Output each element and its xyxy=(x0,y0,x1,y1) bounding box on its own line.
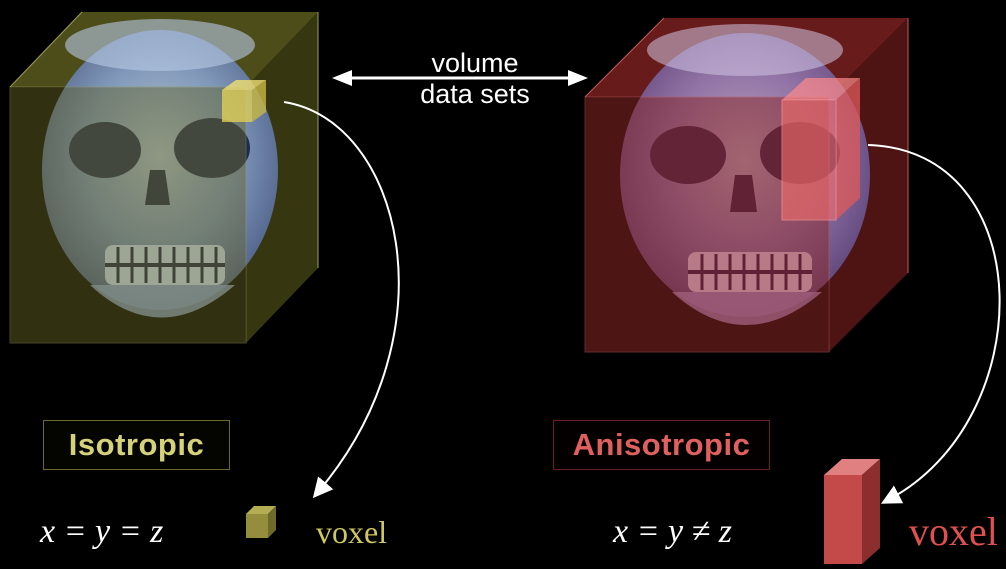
isotropic-formula: x = y = z xyxy=(40,513,164,550)
iso-voxel-highlight xyxy=(222,80,266,122)
volume-data-sets-label: volume data sets xyxy=(375,48,575,110)
aniso-cube-front-face xyxy=(584,96,830,353)
volume-label-line2: data sets xyxy=(420,79,530,109)
anisotropic-voxel-label: voxel xyxy=(909,509,998,554)
iso-voxel-cube-icon xyxy=(246,506,276,538)
aniso-callout-arrow xyxy=(867,144,1001,504)
iso-cube-front-face xyxy=(9,86,247,344)
volume-double-arrow xyxy=(332,70,588,86)
aniso-voxel-highlight xyxy=(781,78,860,221)
aniso-voxel-cube-icon xyxy=(824,459,880,564)
isotropic-voxel-label: voxel xyxy=(316,514,388,550)
anisotropic-formula: x = y ≠ z xyxy=(613,513,733,550)
anisotropic-label: Anisotropic xyxy=(553,420,770,470)
iso-callout-arrow xyxy=(283,101,400,499)
anisotropic-volume xyxy=(584,17,909,353)
isotropic-label: Isotropic xyxy=(43,420,230,470)
isotropic-volume xyxy=(9,11,319,344)
iso-skull-image xyxy=(42,19,278,318)
volume-label-line1: volume xyxy=(431,48,519,78)
